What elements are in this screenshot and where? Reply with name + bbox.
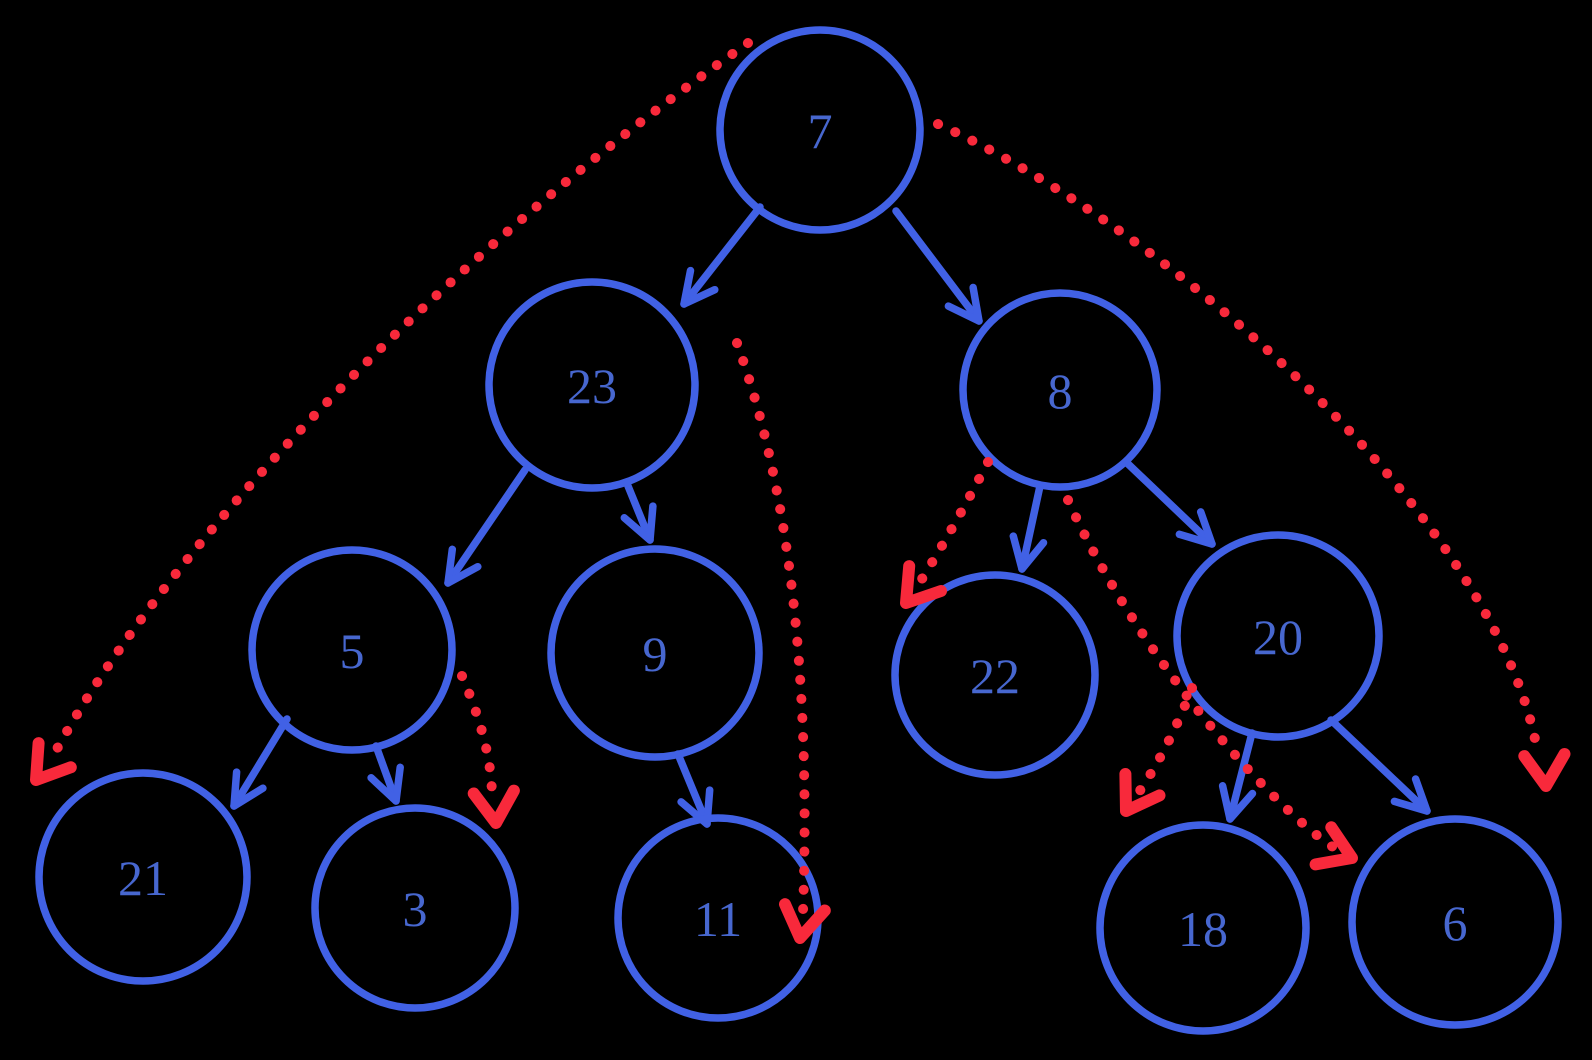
node-circle-21 — [35, 769, 251, 985]
thread-8-to-right-gap-dotted-line — [1063, 495, 1341, 854]
thread-23-to-11-arrowhead-icon — [779, 898, 831, 944]
node-circle-5 — [248, 546, 456, 754]
tree-nodes: 7 23 8 5 9 22 20 21 3 11 18 6 — [35, 26, 1562, 1035]
node-value-20: 20 — [1253, 609, 1303, 665]
node-circle-6 — [1348, 815, 1562, 1029]
edge-arrowhead-icon — [230, 768, 267, 810]
edge-shaft-7-8 — [892, 207, 983, 325]
edge-arrowhead-icon — [944, 283, 983, 325]
node-circle-22 — [891, 571, 1099, 779]
node-value-11: 11 — [694, 891, 742, 947]
node-circle-9 — [547, 545, 763, 761]
tree-node-9: 9 — [547, 545, 763, 761]
edge-arrowhead-icon — [1390, 775, 1431, 815]
node-value-5: 5 — [340, 623, 365, 679]
thread-23-to-11 — [732, 338, 831, 944]
node-value-7: 7 — [808, 103, 833, 159]
edge-shaft-5-21 — [230, 715, 291, 810]
edge-shaft-5-3 — [372, 742, 400, 805]
edge-shaft-9-11 — [674, 750, 711, 828]
edge-9-11 — [674, 750, 714, 828]
thread-8-to-22-arrowhead-icon — [900, 560, 947, 609]
thread-5-to-3-dotted-line — [457, 671, 497, 803]
edge-23-5 — [444, 466, 529, 587]
node-circle-3 — [311, 804, 519, 1012]
edge-shaft-20-6 — [1327, 716, 1431, 815]
tree-edges — [230, 203, 1431, 828]
tree-node-6: 6 — [1348, 815, 1562, 1029]
edge-arrowhead-icon — [444, 545, 482, 587]
node-value-22: 22 — [970, 648, 1020, 704]
tree-node-22: 22 — [891, 571, 1099, 779]
edge-5-3 — [367, 742, 404, 805]
thread-20-to-left-gap-dotted-line — [1132, 683, 1197, 800]
tree-node-20: 20 — [1173, 531, 1383, 741]
tree-node-21: 21 — [35, 769, 251, 985]
edge-8-20 — [1122, 458, 1216, 548]
edge-shaft-7-23 — [680, 203, 764, 308]
thread-7-right-long-dotted-line — [933, 119, 1543, 760]
node-value-18: 18 — [1178, 901, 1228, 957]
node-value-6: 6 — [1443, 895, 1468, 951]
edge-arrowhead-icon — [680, 266, 719, 308]
edge-arrowhead-icon — [1175, 508, 1216, 548]
thread-5-to-3-arrowhead-icon — [467, 784, 520, 829]
thread-arrows — [30, 38, 1571, 944]
node-circle-18 — [1096, 821, 1310, 1035]
node-value-23: 23 — [567, 358, 617, 414]
edge-shaft-8-20 — [1122, 458, 1216, 548]
thread-23-to-11-dotted-line — [732, 338, 810, 917]
thread-8-to-right-gap — [1063, 495, 1358, 871]
node-circle-8 — [959, 289, 1161, 491]
thread-7-right-long — [933, 119, 1571, 792]
tree-node-7: 7 — [716, 26, 924, 234]
edge-arrowhead-icon — [1009, 532, 1048, 573]
edge-shaft-8-22 — [1018, 482, 1044, 573]
edge-7-23 — [680, 203, 764, 308]
edge-arrowhead-icon — [620, 502, 657, 544]
thread-7-left-long-dotted-line — [47, 38, 753, 763]
tree-node-23: 23 — [485, 278, 699, 492]
edge-shaft-23-5 — [444, 466, 529, 587]
thread-7-left-long-arrowhead-icon — [30, 737, 77, 786]
thread-8-to-right-gap-arrowhead-icon — [1309, 821, 1358, 871]
edge-5-21 — [230, 715, 291, 810]
tree-node-8: 8 — [959, 289, 1161, 491]
edge-arrowhead-icon — [1218, 782, 1257, 823]
edge-23-9 — [620, 482, 657, 544]
edge-20-18 — [1218, 729, 1257, 823]
node-value-21: 21 — [118, 850, 168, 906]
node-circle-23 — [485, 278, 699, 492]
thread-20-to-left-gap — [1119, 683, 1197, 817]
edge-shaft-20-18 — [1226, 729, 1256, 823]
thread-20-to-left-gap-arrowhead-icon — [1119, 768, 1166, 817]
node-value-9: 9 — [643, 626, 668, 682]
thread-5-to-3 — [457, 671, 520, 829]
edge-7-8 — [892, 207, 983, 325]
tree-node-18: 18 — [1096, 821, 1310, 1035]
node-value-8: 8 — [1048, 363, 1073, 419]
thread-8-to-22 — [900, 457, 993, 609]
node-circle-20 — [1173, 531, 1383, 741]
node-value-3: 3 — [403, 881, 428, 937]
thread-7-left-long — [30, 38, 753, 786]
tree-node-5: 5 — [248, 546, 456, 754]
tree-node-3: 3 — [311, 804, 519, 1012]
thread-7-right-long-arrowhead-icon — [1518, 748, 1571, 792]
edge-arrowhead-icon — [677, 786, 714, 828]
edge-arrowhead-icon — [367, 763, 404, 805]
edge-shaft-23-9 — [624, 482, 654, 544]
edge-20-6 — [1327, 716, 1431, 815]
edge-8-22 — [1009, 482, 1048, 573]
node-circle-7 — [716, 26, 924, 234]
thread-8-to-22-dotted-line — [910, 457, 993, 595]
